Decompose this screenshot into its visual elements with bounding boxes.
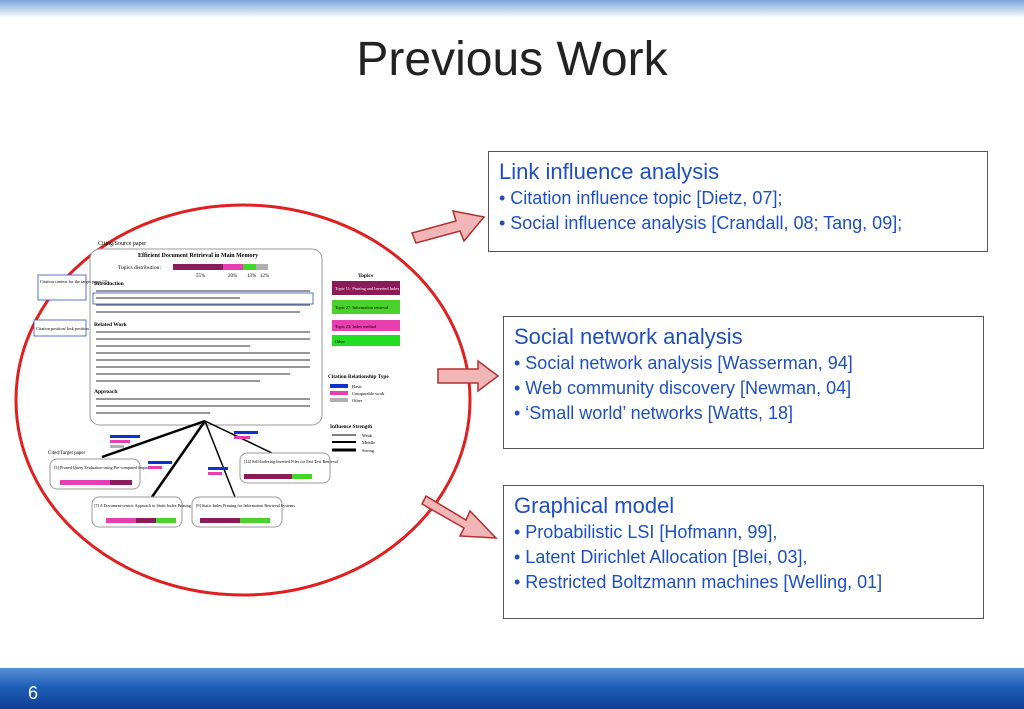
topics-dist-label: Topics distribution: xyxy=(118,265,161,271)
citation-edges xyxy=(101,419,273,498)
approach-text-lines xyxy=(96,398,310,414)
arrow-to-graphical-model xyxy=(421,494,498,539)
dist-bar-1 xyxy=(173,264,223,270)
cited-label: Cited/Target paper xyxy=(48,451,86,456)
pct-3: 13% xyxy=(247,274,256,279)
list-item: • Web community discovery [Newman, 04] xyxy=(514,378,852,398)
arrow-to-link-influence xyxy=(410,210,486,244)
relationship-mini-bars xyxy=(110,431,258,475)
pct-1: 55% xyxy=(196,274,205,279)
relationship-basic-label: Basic xyxy=(352,384,362,389)
graphical-model-box: Graphical model • Probabilistic LSI [Hof… xyxy=(503,485,984,619)
list-item: • Restricted Boltzmann machines [Welling… xyxy=(514,572,883,592)
list-item: • Social network analysis [Wasserman, 94… xyxy=(514,353,853,373)
relationship-comparable-swatch xyxy=(330,391,348,395)
citation-position-box xyxy=(33,319,87,337)
topic-swatch-other xyxy=(332,335,400,346)
list-item: • Citation influence topic [Dietz, 07]; xyxy=(499,188,783,208)
relationship-other-swatch xyxy=(330,398,348,402)
cited-paper-3-bar-a xyxy=(60,480,110,485)
section-introduction: Introduction xyxy=(94,281,124,287)
paper-title: Efficient Document Retrieval in Main Mem… xyxy=(138,253,258,259)
slide-title: Previous Work xyxy=(356,33,668,86)
cited-paper-7-bar-c xyxy=(156,518,176,523)
topic-swatch-11 xyxy=(332,281,400,295)
relationship-basic-swatch xyxy=(330,384,348,388)
cited-paper-14-bar-a xyxy=(244,474,292,479)
topic-label-23: Topic 23: Index method xyxy=(335,324,377,329)
social-network-box: Social network analysis • Social network… xyxy=(503,316,984,449)
citation-position-label: Citation position/ link position xyxy=(36,326,89,331)
citing-label: Citing/Source paper xyxy=(98,241,146,247)
strength-weak-label: Weak xyxy=(362,433,373,438)
cited-paper-7-bar-b xyxy=(136,518,156,523)
link-influence-box: Link influence analysis • Citation influ… xyxy=(488,151,988,252)
topic-label-other: Other xyxy=(335,339,345,344)
cited-paper-3-title: [3] Pruned Query Evaluation using Pre-co… xyxy=(54,465,152,470)
topic-swatch-23 xyxy=(332,320,400,331)
list-item: • ‘Small world’ networks [Watts, 18] xyxy=(514,403,794,423)
intro-highlight xyxy=(92,292,314,305)
cited-paper-7-title: [7] A Document-centric Approach to Stati… xyxy=(94,503,235,508)
strength-middle-label: Middle xyxy=(362,440,375,445)
topics-header: Topics xyxy=(358,273,373,279)
topic-swatch-27 xyxy=(332,300,400,314)
graphical-model-heading: Graphical model xyxy=(514,493,675,518)
cited-paper-14-bar-b xyxy=(292,474,312,479)
link-influence-heading: Link influence analysis xyxy=(499,159,720,184)
header-band xyxy=(0,0,1024,18)
intro-text-lines xyxy=(96,290,310,313)
list-item: • Latent Dirichlet Allocation [Blei, 03]… xyxy=(514,547,808,567)
strength-strong-label: Strong xyxy=(362,448,375,453)
cited-paper-9-bar-b xyxy=(240,518,270,523)
relationship-comparable-label: Comparable work xyxy=(352,391,385,396)
section-approach: Approach xyxy=(94,389,117,395)
page-number: 6 xyxy=(28,683,39,703)
dist-bar-2 xyxy=(223,264,243,270)
relationship-other-label: Other xyxy=(352,398,363,403)
dist-bar-4 xyxy=(256,264,268,270)
topic-label-27: Topic 27: Information retrieval xyxy=(335,305,389,310)
related-text-lines xyxy=(96,331,310,382)
citation-context-label: Citation context for the target paper [3… xyxy=(40,279,108,284)
topic-label-11: Topic 11: Pruning and Inverted Index xyxy=(335,286,400,291)
arrow-to-social-network xyxy=(437,359,500,393)
cited-paper-9-bar-a xyxy=(200,518,240,523)
cited-paper-14-title: [14] Self-Indexing Inverted Files for Fa… xyxy=(244,459,339,464)
cited-paper-3-bar-b xyxy=(110,480,132,485)
footer-band xyxy=(0,668,1024,709)
cited-paper-7-bar-a xyxy=(106,518,136,523)
cited-paper-9-title: [9] Static Index Pruning for Information… xyxy=(196,503,295,508)
social-network-heading: Social network analysis xyxy=(514,324,743,349)
pct-2: 20% xyxy=(228,274,237,279)
list-item: • Probabilistic LSI [Hofmann, 99], xyxy=(514,522,778,542)
citation-context-box xyxy=(37,274,87,301)
citation-figure: Citing/Source paper Efficient Document R… xyxy=(14,203,472,597)
relationship-header: Citation Relationship Type xyxy=(328,374,389,380)
list-item: • Social influence analysis [Crandall, 0… xyxy=(499,213,903,233)
pct-4: 12% xyxy=(260,274,269,279)
section-related-work: Related Work xyxy=(94,322,128,328)
dist-bar-3 xyxy=(243,264,256,270)
strength-header: Influence Strength xyxy=(330,424,372,430)
